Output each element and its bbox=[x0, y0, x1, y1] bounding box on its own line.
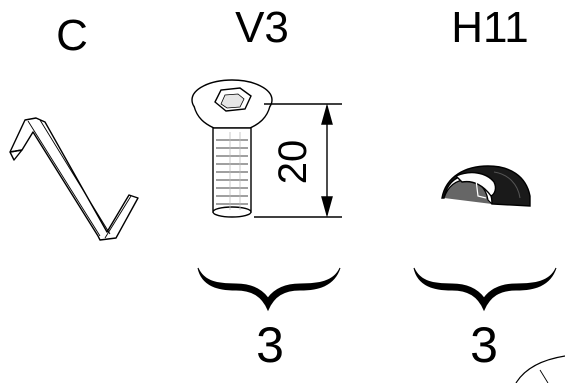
part-label-v3: V3 bbox=[235, 3, 289, 52]
allen-key-icon bbox=[9, 117, 139, 241]
screw-icon bbox=[191, 79, 273, 218]
quantity-v3: 3 bbox=[256, 317, 284, 373]
part-label-h11: H11 bbox=[451, 3, 528, 52]
brace-v3 bbox=[197, 267, 341, 312]
dimension-label: 20 bbox=[271, 140, 315, 185]
dimension-line bbox=[254, 103, 342, 218]
brace-h11 bbox=[413, 267, 557, 312]
clip-icon bbox=[441, 165, 531, 207]
quantity-h11: 3 bbox=[470, 317, 498, 373]
partial-circle-icon bbox=[515, 355, 565, 383]
part-label-c: C bbox=[56, 11, 88, 60]
